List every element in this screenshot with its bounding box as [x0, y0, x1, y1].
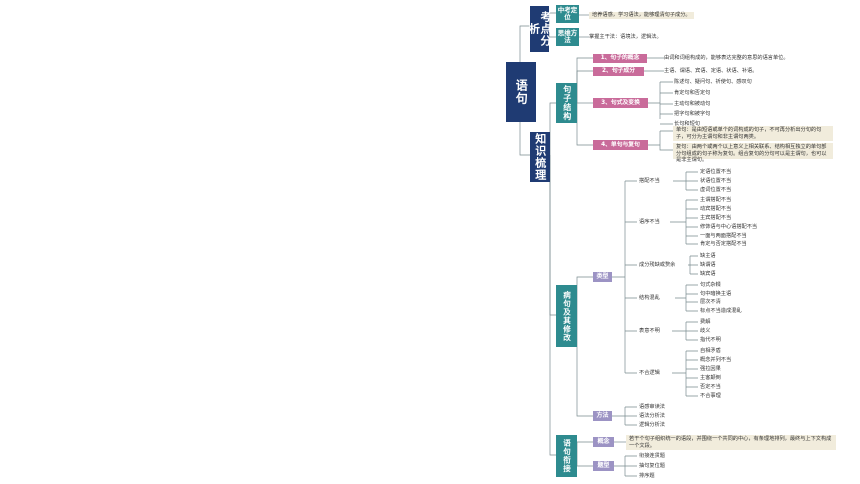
group-jiegou: 结构混乱 [639, 295, 660, 301]
chengfen-text: 主语、谓语、宾语、定语、状语、补语。 [664, 68, 758, 74]
leaf: 主宾搭配不当 [700, 215, 732, 221]
fangfa-item: 逻辑分析法 [639, 422, 665, 428]
leaf: 歧义 [700, 328, 711, 334]
leaf: 缺谓语 [700, 262, 716, 268]
fangfa-item: 语感审读法 [639, 404, 665, 410]
tixing-item: 衔接连贯题 [639, 453, 665, 459]
gainian-node: 1、句子的概念 [593, 54, 647, 63]
leaf: 概念并列不当 [700, 357, 732, 363]
leaf: 自相矛盾 [700, 348, 721, 354]
leaf: 标点不当造成混乱 [700, 308, 742, 314]
zhishi-node: 知识梳理 [530, 132, 550, 182]
leaf: 指代不明 [700, 337, 721, 343]
zhongkao-node: 中考定位 [556, 5, 579, 23]
tixing-item: 排序题 [639, 473, 655, 479]
xianjie-tixing-node: 题型 [593, 461, 614, 471]
leaf: 肯定与否定搭配不当 [700, 241, 747, 247]
kaodian-node: 考点分析 [528, 6, 552, 52]
leaf: 定语位置不当 [700, 169, 732, 175]
leaf: 主谓搭配不当 [700, 197, 732, 203]
bianhuan-item: 长句和短句 [674, 121, 700, 127]
bianhuan-item: 把字句和被字句 [674, 111, 711, 117]
xianjie-gainian-text: 若干个句子组织统一的语段，并围绕一个共同的中心，有条理地排列，最终与上下文构成一… [626, 435, 836, 450]
leaf: 强拉因果 [700, 366, 721, 372]
leaf: 句式杂糅 [700, 282, 721, 288]
xianjie-gainian-node: 概念 [593, 437, 614, 447]
leaf: 修饰语与中心语搭配不当 [700, 224, 758, 230]
chengfen-node: 2、句子成分 [593, 67, 644, 76]
fangfa-node: 方法 [593, 411, 612, 421]
danju-text: 单句：是由短语或单个的词构成的句子，不可再分析出分句的句子，可分为主谓句和非主谓… [673, 126, 833, 141]
group-luoji: 不合逻辑 [639, 370, 660, 376]
leaf: 虚词位置不当 [700, 187, 732, 193]
tixing-item: 抽句复位题 [639, 463, 665, 469]
group-canque: 成分残缺或赘余 [639, 262, 676, 268]
fuju-text: 复句：由两个或两个以上意义上相关联系、结构相互独立的单句部分句组成的句子称为复句… [673, 143, 833, 163]
fangfa-item: 语法分析法 [639, 413, 665, 419]
leaf: 一面与两面搭配不当 [700, 233, 747, 239]
bingju-node: 病句及其修改 [556, 285, 577, 347]
bianhuan-item: 主动句和被动句 [674, 101, 711, 107]
leaf: 不合事理 [700, 393, 721, 399]
jujiegou-node: 句子结构 [556, 83, 577, 123]
siwei-text: 掌握主干法：语境法，逻辑法。 [589, 34, 662, 40]
leaf: 层次不清 [700, 299, 721, 305]
leaf: 句中暗换主语 [700, 291, 732, 297]
group-biaoyi: 表意不明 [639, 328, 660, 334]
leaf: 缺主语 [700, 253, 716, 259]
leaf: 否定不当 [700, 384, 721, 390]
group-yuxu: 语序不当 [639, 219, 660, 225]
leaf: 缺宾语 [700, 271, 716, 277]
zhongkao-text: 培养语感，学习语法，能够理清句子成分。 [589, 12, 694, 19]
bianhuan-node: 3、句式及变换 [593, 98, 648, 108]
gainian-text: 由词和词组构成的，能够表达完整的意思的语言单位。 [664, 55, 789, 61]
root-node: 语句 [506, 62, 536, 122]
xianjie-node: 语句衔接 [556, 435, 577, 477]
siwei-node: 思维方法 [556, 28, 579, 46]
bianhuan-item: 肯定句和否定句 [674, 90, 711, 96]
group-dapei: 搭配不当 [639, 178, 660, 184]
bianhuan-item: 陈述句、疑问句、祈使句、感叹句 [674, 79, 752, 85]
leaf: 主客颠倒 [700, 375, 721, 381]
leaf: 动宾搭配不当 [700, 206, 732, 212]
danfu-node: 4、单句与复句 [593, 140, 648, 150]
leixing-node: 类型 [593, 272, 612, 282]
leaf: 状语位置不当 [700, 178, 732, 184]
leaf: 费解 [700, 319, 711, 325]
